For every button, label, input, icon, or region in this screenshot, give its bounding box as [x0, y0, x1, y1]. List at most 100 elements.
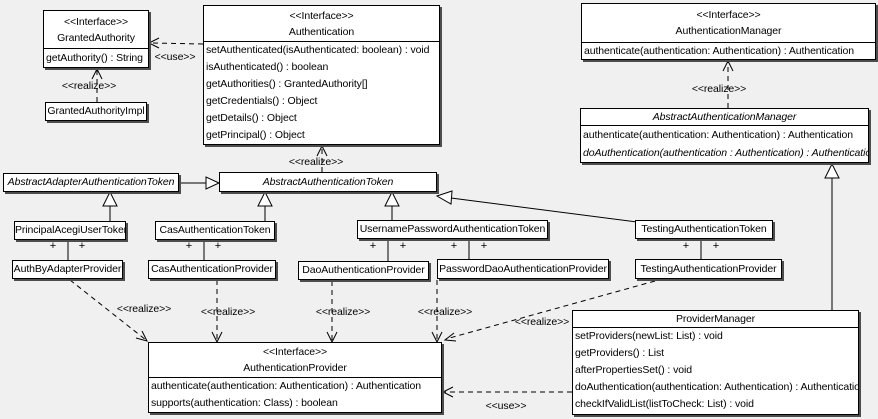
class-header: ProviderManager	[573, 311, 858, 327]
methods-compartment: authenticate(authentication: Authenticat…	[581, 125, 868, 162]
class-name: AuthByAdapterProvider	[13, 263, 122, 275]
generalization-arrowheads	[102, 162, 840, 207]
arrow-into-ga-bottom	[91, 67, 103, 80]
class-provider-manager[interactable]: ProviderManager setProviders(newList: Li…	[572, 310, 859, 415]
assoc-plus: +	[78, 240, 86, 252]
edge-testingprovider-realize	[445, 280, 656, 340]
method-abstract: doAuthentication(authentication : Authen…	[583, 147, 868, 159]
edge-authentication-use-ga	[150, 42, 204, 45]
realize-label-daoprovider: <<realize>>	[315, 306, 371, 318]
arrow-into-provider-topleft	[135, 330, 148, 342]
realize-label-authbyadapter: <<realize>>	[116, 303, 172, 315]
class-name: TestingAuthenticationProvider	[640, 263, 777, 275]
realize-label-passworddaoprovider: <<realize>>	[417, 306, 473, 318]
class-name: GrantedAuthority	[57, 31, 135, 44]
triangle-into-abstract-token-right	[435, 190, 453, 205]
assoc-plus: +	[399, 240, 407, 252]
generalization-edges	[67, 178, 833, 310]
class-name: CasAuthenticationToken	[159, 224, 271, 236]
use-label-providermanager: <<use>>	[485, 400, 527, 412]
arrow-into-provider-topright	[443, 332, 457, 342]
realize-label-gaimpl: <<realize>>	[61, 80, 117, 92]
arrow-into-authentication	[316, 144, 328, 157]
class-name: TestingAuthenticationToken	[641, 223, 767, 235]
methods-compartment: setAuthenticated(isAuthenticated: boolea…	[204, 41, 439, 144]
method: doAuthentication(authentication: Authent…	[575, 381, 858, 393]
class-principal-acegi-user-token[interactable]: PrincipalAcegiUserToken	[14, 221, 126, 240]
realize-label-casprovider: <<realize>>	[200, 306, 256, 318]
stereotype-label: <<Interface>>	[696, 9, 761, 21]
class-header: AbstractAuthenticationManager	[581, 109, 868, 125]
class-testing-authentication-token[interactable]: TestingAuthenticationToken	[635, 220, 773, 239]
class-name: PrincipalAcegiUserToken	[15, 224, 126, 236]
class-name: AbstractAuthenticationManager	[652, 111, 797, 123]
arrow-into-authmanager	[722, 59, 734, 72]
class-name: AuthenticationProvider	[243, 362, 347, 374]
class-header: <<Interface>> Authentication	[204, 6, 439, 41]
arrow-into-provider-right	[441, 386, 454, 398]
method: supports(authentication: Class) : boolea…	[151, 397, 338, 409]
use-label-authentication-ga: <<use>>	[154, 51, 196, 63]
assoc-plus: +	[185, 240, 193, 252]
class-name: CasAuthenticationProvider	[151, 263, 273, 275]
class-name: AuthenticationManager	[675, 25, 782, 37]
class-header: <<Interface>> AuthenticationProvider	[149, 343, 441, 377]
class-name: UsernamePasswordAuthenticationToken	[359, 223, 546, 235]
assoc-plus: +	[682, 240, 690, 252]
class-authentication[interactable]: <<Interface>> Authentication setAuthenti…	[203, 5, 440, 145]
triangle-into-abstract-token-cas	[257, 190, 273, 207]
method: getCredentials() : Object	[206, 95, 318, 107]
class-authentication-manager[interactable]: <<Interface>> AuthenticationManager auth…	[581, 3, 876, 60]
class-name: AbstractAuthenticationToken	[262, 176, 394, 188]
triangle-into-abstract-token-left	[205, 176, 221, 190]
methods-compartment: authenticate(authentication: Authenticat…	[582, 42, 875, 59]
triangle-into-adapter-token	[102, 190, 118, 207]
methods-compartment: getAuthority() : String	[44, 48, 148, 67]
class-username-password-authentication-token[interactable]: UsernamePasswordAuthenticationToken	[357, 220, 548, 239]
realize-label-abstracttoken: <<realize>>	[288, 156, 344, 168]
class-dao-authentication-provider[interactable]: DaoAuthenticationProvider	[298, 261, 429, 280]
class-name: ProviderManager	[675, 313, 756, 325]
class-granted-authority-impl[interactable]: GrantedAuthorityImpl	[45, 102, 147, 121]
class-abstract-adapter-authentication-token[interactable]: AbstractAdapterAuthenticationToken	[3, 173, 179, 192]
class-abstract-authentication-manager[interactable]: AbstractAuthenticationManager authentica…	[580, 108, 869, 163]
method: getAuthority() : String	[46, 52, 143, 64]
class-name: AbstractAdapterAuthenticationToken	[7, 176, 175, 188]
assoc-plus: +	[480, 240, 488, 252]
triangle-into-abstract-token-up	[384, 190, 400, 207]
class-name: DaoAuthenticationProvider	[302, 264, 425, 276]
method: authenticate(authentication: Authenticat…	[151, 380, 422, 392]
class-name: PasswordDaoAuthenticationProvider	[439, 263, 607, 275]
method: isAuthenticated() : boolean	[206, 61, 329, 73]
realize-label-testingprovider: <<realize>>	[514, 316, 570, 328]
method: getPrincipal() : Object	[206, 129, 305, 141]
class-auth-by-adapter-provider[interactable]: AuthByAdapterProvider	[12, 260, 123, 279]
method: authenticate(authentication: Authenticat…	[584, 45, 855, 57]
edge-authbyadapter-realize	[69, 279, 147, 341]
class-cas-authentication-token[interactable]: CasAuthenticationToken	[155, 221, 275, 240]
assoc-plus: +	[369, 240, 377, 252]
dashed-edges	[69, 42, 729, 393]
arrow-into-ga-right	[147, 37, 160, 49]
assoc-plus: +	[450, 240, 458, 252]
class-testing-authentication-provider[interactable]: TestingAuthenticationProvider	[635, 259, 782, 279]
class-granted-authority[interactable]: <<Interface>> GrantedAuthority getAuthor…	[43, 10, 149, 68]
method: checkIfValidList(listToCheck: List) : vo…	[575, 398, 754, 410]
class-name: GrantedAuthorityImpl	[47, 105, 145, 117]
class-password-dao-authentication-provider[interactable]: PasswordDaoAuthenticationProvider	[437, 259, 609, 279]
method: afterPropertiesSet() : void	[575, 364, 692, 376]
stereotype-label: <<Interface>>	[262, 346, 328, 358]
class-authentication-provider[interactable]: <<Interface>> AuthenticationProvider aut…	[148, 342, 442, 413]
method: getProviders() : List	[575, 347, 664, 359]
class-header: <<Interface>> AuthenticationManager	[582, 4, 875, 42]
method: setAuthenticated(isAuthenticated: boolea…	[206, 44, 430, 56]
class-header: <<Interface>> GrantedAuthority	[44, 11, 148, 48]
method: getAuthorities() : GrantedAuthority[]	[206, 78, 368, 90]
assoc-plus: +	[712, 240, 720, 252]
assoc-plus: +	[49, 240, 57, 252]
realize-label-abstractmanager: <<realize>>	[691, 83, 747, 95]
class-cas-authentication-provider[interactable]: CasAuthenticationProvider	[148, 260, 276, 279]
class-abstract-authentication-token[interactable]: AbstractAuthenticationToken	[219, 172, 437, 192]
method: setProviders(newList: List) : void	[575, 330, 723, 342]
